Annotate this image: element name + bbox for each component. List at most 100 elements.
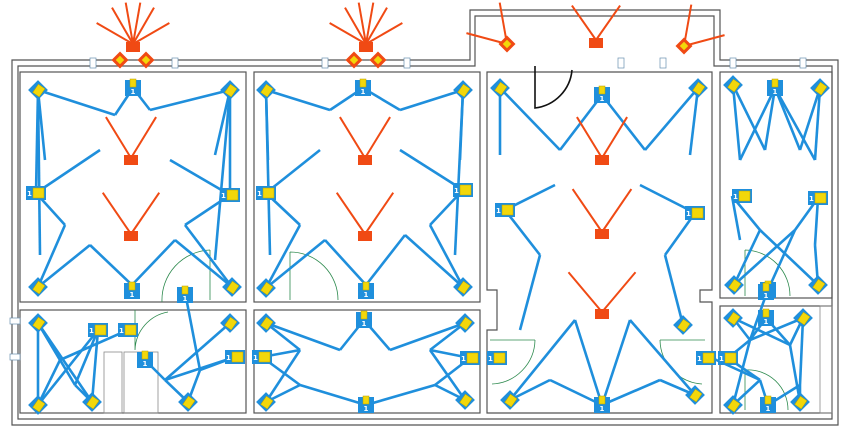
emitter-icon	[358, 155, 372, 165]
blue-ray	[549, 378, 603, 407]
door	[744, 369, 789, 411]
node-label: 1	[764, 318, 769, 326]
emitter-icon	[595, 155, 609, 165]
corner-sensor-icon	[723, 395, 743, 415]
emitter-icon	[589, 38, 603, 48]
side-node-icon: 1	[118, 323, 138, 337]
corner-sensor-icon	[685, 385, 705, 405]
blue-ray	[36, 322, 94, 403]
blue-ray	[389, 321, 466, 352]
corner-sensor-icon	[178, 392, 198, 412]
node-label: 1	[686, 210, 691, 218]
orange-ray	[96, 22, 134, 45]
node-label: 1	[809, 195, 814, 203]
orange-ray	[132, 2, 142, 45]
blue-ray	[183, 291, 202, 371]
orange-ray	[601, 188, 633, 233]
blue-ray	[37, 88, 116, 117]
blue-ray	[509, 378, 551, 402]
wall-node-icon: 1	[594, 85, 610, 103]
side-node-icon: 1	[696, 351, 716, 365]
orange-ray	[111, 7, 134, 45]
orange-ray	[571, 188, 603, 233]
outer-wall-inner	[17, 15, 833, 420]
blue-ray	[35, 148, 101, 195]
node-label: 1	[257, 190, 262, 198]
node-label: 1	[27, 190, 32, 198]
blue-ray	[813, 197, 820, 246]
blue-ray	[600, 319, 632, 406]
wall-node-icon: 1	[124, 281, 140, 299]
wall-node-icon: 1	[358, 395, 374, 413]
node-label: 1	[364, 405, 369, 413]
blue-ray	[773, 87, 802, 151]
blue-ray	[265, 88, 331, 112]
orange-ray	[357, 2, 367, 45]
orange-ray	[329, 22, 367, 45]
node-label: 1	[253, 354, 258, 362]
blue-ray	[365, 383, 436, 407]
corner-sensor-icon	[723, 75, 743, 95]
wall-node-icon: 1	[137, 350, 153, 368]
blue-ray	[759, 229, 819, 286]
corner-sensor-icon	[790, 392, 810, 412]
node-label: 1	[488, 355, 493, 363]
corner-sensor-icon	[453, 277, 473, 297]
corner-sensor-icon	[28, 80, 48, 100]
window	[321, 57, 329, 69]
orange-ray	[576, 116, 603, 159]
window	[9, 353, 21, 361]
coverage-rays	[34, 2, 822, 407]
side-node-icon: 1	[718, 351, 738, 365]
corner-sensor-icon	[723, 308, 743, 328]
side-node-icon: 1	[685, 206, 705, 220]
node-label: 1	[461, 355, 466, 363]
wall-node-icon: 1	[355, 78, 371, 96]
wall-node-icon: 1	[760, 395, 776, 413]
corner-sensor-icon	[256, 80, 276, 100]
blue-ray	[518, 254, 542, 331]
blue-ray	[90, 329, 100, 403]
corner-sensor-icon	[453, 80, 473, 100]
blue-ray	[73, 329, 100, 386]
corner-sensor-icon	[724, 275, 744, 295]
wall-node-icon: 1	[356, 310, 372, 328]
window	[9, 317, 21, 325]
node-label: 1	[143, 360, 148, 368]
room-top-left	[19, 71, 247, 303]
emitter-icon	[124, 155, 138, 165]
blue-ray	[688, 87, 700, 156]
blue-ray	[265, 321, 301, 352]
node-label: 1	[131, 88, 136, 96]
node-label: 1	[119, 327, 124, 335]
blue-ray	[798, 317, 805, 386]
emitter-icon	[124, 231, 138, 241]
side-node-icon: 1	[732, 189, 752, 203]
emitter-icon	[595, 229, 609, 239]
emitter-icon	[126, 42, 140, 52]
node-label: 1	[600, 405, 605, 413]
corner-sensor-icon	[808, 275, 828, 295]
blue-ray	[453, 89, 465, 256]
wall-node-icon: 1	[767, 78, 783, 96]
corner-sensor-icon	[28, 313, 48, 333]
node-label: 1	[226, 354, 231, 362]
blue-ray	[730, 195, 742, 241]
orange-ray	[105, 116, 132, 159]
blue-ray	[601, 378, 661, 407]
node-label: 1	[764, 292, 769, 300]
wall-node-icon: 1	[758, 308, 774, 326]
corner-sensor-icon	[256, 392, 276, 412]
corner-sensor-icon	[220, 313, 240, 333]
window	[89, 57, 97, 69]
blue-ray	[149, 88, 231, 112]
orange-ray	[466, 32, 508, 45]
blue-ray	[399, 88, 464, 112]
blue-ray	[299, 383, 367, 407]
node-label: 1	[773, 88, 778, 96]
walls	[9, 9, 839, 426]
orange-ray	[365, 2, 375, 45]
emitter-icon	[358, 231, 372, 241]
corner-sensor-icon	[490, 78, 510, 98]
